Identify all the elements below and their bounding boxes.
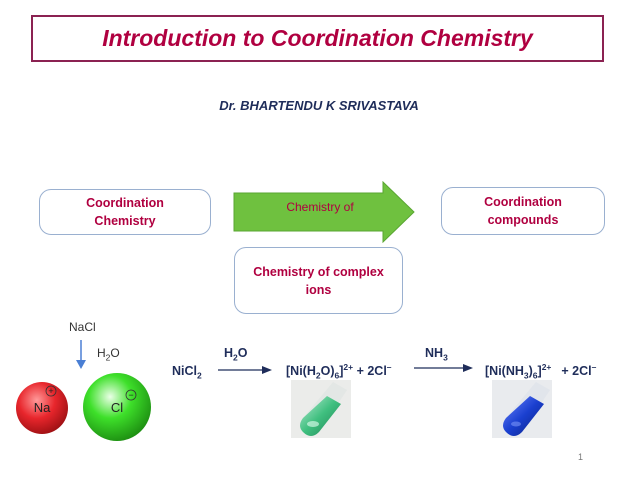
product2-ammine-complex: [Ni(NH3)6]2++ 2Cl– (485, 362, 597, 381)
left-box-line-1: Coordination (86, 196, 164, 210)
page-number: 1 (578, 452, 584, 462)
green-solution-tube-image (291, 380, 351, 438)
water-label: H2O (97, 346, 120, 363)
right-box-line-1: Coordination (484, 195, 562, 209)
na-charge: + (48, 386, 54, 396)
reaction-arrow-1 (218, 366, 272, 374)
right-box-line-2: compounds (487, 213, 559, 227)
chemistry-of-arrow (233, 181, 415, 243)
down-arrow-icon (76, 340, 86, 369)
sodium-sphere (16, 382, 68, 434)
cl-charge: − (128, 390, 134, 400)
left-box-line-2: Chemistry (94, 214, 156, 228)
bottom-box-line-1: Chemistry of complex (253, 264, 384, 279)
reactant-nicl2: NiCl2 (172, 364, 202, 381)
plus-charge-icon (45, 385, 57, 397)
minus-charge-icon (125, 389, 137, 401)
reaction-arrow-2 (414, 364, 473, 372)
coordination-chemistry-box: Coordination Chemistry (39, 189, 211, 235)
arrow1-label: H2O (224, 346, 248, 363)
blue-solution-tube-image (492, 380, 552, 438)
cl-symbol: Cl (110, 400, 124, 415)
complex-ions-box: Chemistry of complex ions (234, 247, 403, 314)
na-symbol: Na (33, 400, 51, 415)
slide-title: Introduction to Coordination Chemistry (102, 25, 533, 51)
chloride-sphere (83, 373, 151, 441)
nacl-label: NaCl (69, 320, 96, 334)
title-box: Introduction to Coordination Chemistry (31, 15, 604, 62)
arrow-label: Chemistry of (286, 200, 354, 214)
author-name: Dr. BHARTENDU K SRIVASTAVA (219, 98, 419, 113)
coordination-compounds-box: Coordination compounds (441, 187, 605, 235)
ion-spheres (16, 373, 151, 441)
arrow2-label: NH3 (425, 346, 448, 363)
product1-aqua-complex: [Ni(H2O)6]2+ + 2Cl– (286, 362, 392, 381)
bottom-box-line-2: ions (305, 282, 332, 297)
